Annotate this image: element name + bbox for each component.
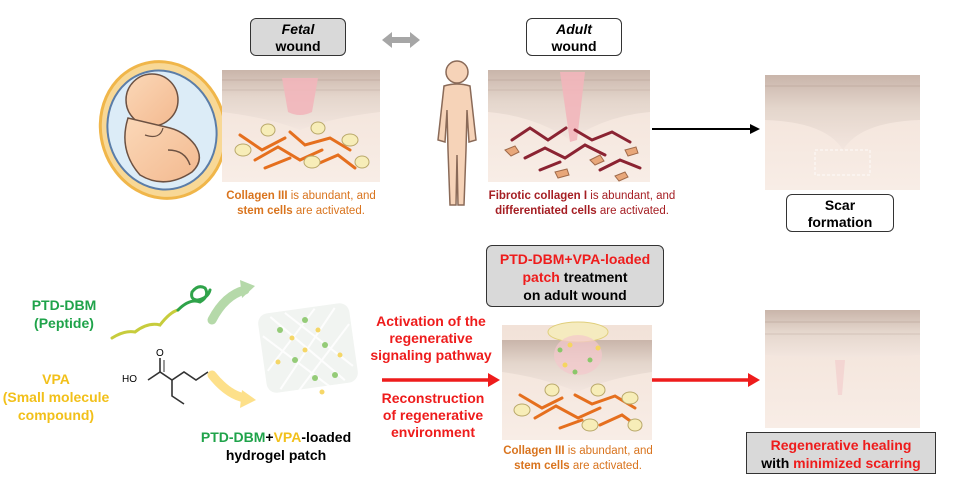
patch-ptd: PTD-DBM [200, 429, 266, 445]
regen-minimized: minimized scarring [793, 455, 921, 471]
treated-skin-panel [502, 321, 652, 440]
regenerative-healing-label: Regenerative healing with minimized scar… [746, 432, 936, 474]
activation-line2: regenerative [389, 330, 473, 346]
scar-skin-panel [765, 75, 920, 190]
fetal-label-line2: wound [275, 38, 321, 54]
arrow-to-treated-wound [382, 373, 500, 387]
patch-line2: hydrogel patch [225, 447, 327, 463]
fetal-wound-label: Fetal wound [250, 18, 346, 56]
treatment-patch: patch [522, 269, 560, 285]
adult-caption-cells: differentiated cells [495, 205, 597, 217]
adult-caption-collagen: Fibrotic collagen I [488, 190, 588, 202]
fetal-caption-stemcells: stem cells [237, 205, 293, 217]
vpa-type-1: (Small molecule [2, 389, 110, 405]
regenerated-skin-panel [765, 310, 920, 428]
scar-label-line1: Scar [824, 197, 856, 213]
ptd-type: (Peptide) [34, 315, 94, 331]
activation-line1: Activation of the [376, 313, 486, 329]
arrow-to-scar [652, 124, 760, 134]
patch-loaded: -loaded [301, 429, 352, 445]
vpa-molecule-illustration [147, 358, 209, 405]
ptd-dbm-label: PTD-DBM (Peptide) [18, 296, 110, 332]
yellow-arrow [207, 370, 256, 408]
green-arrow [207, 280, 255, 325]
adult-skin-panel [488, 70, 650, 182]
hydrogel-patch-label: PTD-DBM+VPA-loaded hydrogel patch [186, 428, 366, 464]
scar-label-line2: formation [807, 214, 873, 230]
activation-line3: signaling pathway [370, 347, 492, 363]
reconstruction-label: Reconstruction of regenerative environme… [368, 390, 498, 441]
adult-label-line1: Adult [556, 21, 592, 37]
treated-caption-rest2: are activated. [569, 460, 642, 472]
adult-caption: Fibrotic collagen I is abundant, and dif… [472, 189, 692, 219]
treated-caption-stemcells: stem cells [514, 460, 570, 472]
activation-label: Activation of the regenerative signaling… [362, 313, 500, 364]
fetus-illustration [98, 60, 228, 200]
fetal-caption-rest1: is abundant, and [287, 190, 376, 202]
regen-line1: Regenerative healing [770, 437, 912, 453]
adult-person-illustration [437, 60, 477, 206]
adult-caption-rest1: is abundant, and [587, 190, 676, 202]
fetal-skin-panel [222, 70, 380, 182]
molecule-o-label: O [156, 348, 164, 359]
adult-wound-label: Adult wound [526, 18, 622, 56]
treatment-label: PTD-DBM+VPA-loaded patch treatment on ad… [486, 245, 664, 307]
adult-label-line2: wound [551, 38, 597, 54]
fetal-caption-rest2: are activated. [292, 205, 365, 217]
arrow-to-regenerated-skin [652, 373, 760, 387]
vpa-label: VPA (Small molecule compound) [0, 370, 112, 424]
fetal-caption: Collagen III is abundant, and stem cells… [205, 189, 397, 219]
patch-plus: + [265, 429, 274, 445]
regen-with: with [761, 455, 794, 471]
scar-formation-label: Scar formation [786, 194, 894, 232]
patch-vpa: VPA [273, 429, 302, 445]
reconstruction-line3: environment [390, 424, 475, 440]
reconstruction-line1: Reconstruction [381, 390, 485, 406]
treatment-line1: PTD-DBM+VPA-loaded [499, 251, 651, 267]
molecule-ho-label: HO [122, 374, 137, 385]
vpa-name: VPA [42, 371, 70, 387]
treated-caption-rest1: is abundant, and [564, 445, 653, 457]
ptd-name: PTD-DBM [31, 297, 97, 313]
fetal-caption-collagen: Collagen III [226, 190, 288, 202]
treated-caption-collagen: Collagen III [503, 445, 565, 457]
adult-caption-rest2: are activated. [596, 205, 669, 217]
reconstruction-line2: of regenerative [382, 407, 484, 423]
treatment-line3: on adult wound [523, 287, 627, 303]
treatment-word: treatment [559, 269, 628, 285]
peptide-illustration [110, 285, 212, 340]
fetal-label-line1: Fetal [281, 21, 315, 37]
vpa-type-2: compound) [17, 407, 95, 423]
hydrogel-patch-illustration [258, 303, 358, 395]
compare-double-arrow [382, 32, 420, 48]
treated-caption: Collagen III is abundant, and stem cells… [482, 444, 674, 474]
